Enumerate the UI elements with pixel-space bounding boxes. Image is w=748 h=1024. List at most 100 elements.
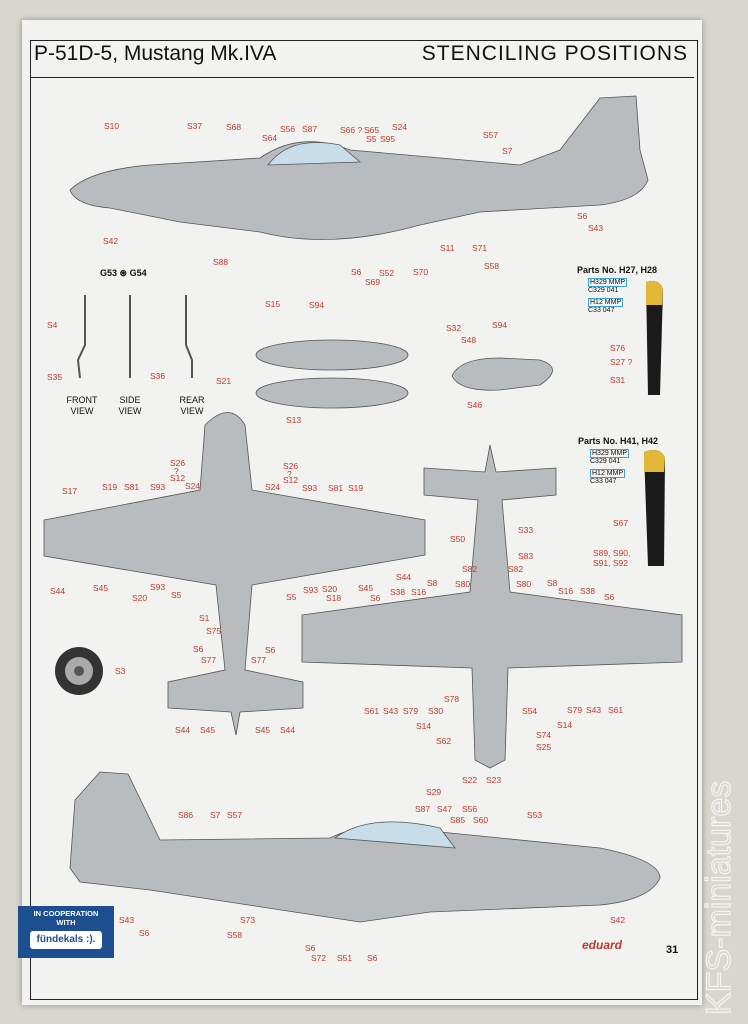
stencil-label: S6 [305,943,316,953]
stencil-label: S62 [436,736,452,746]
stencil-label: ? [174,466,179,476]
stencil-label: S89, S90, [593,548,631,558]
stencil-label: S60 [473,815,489,825]
page-title: P-51D-5, Mustang Mk.IVA [34,42,277,65]
stencil-label: S6 [367,953,378,963]
stencil-label: S54 [522,706,538,716]
title-divider [30,77,694,78]
stencil-label: S47 [437,804,453,814]
stencil-label: S30 [428,706,444,716]
propeller-blade-1 [646,281,663,395]
stencil-label: S81 [124,482,140,492]
stencil-label: S82 [462,564,478,574]
stencil-label: S91, S92 [593,558,628,568]
stencil-label: S8 [547,578,558,588]
stencil-label: S79 [567,705,583,715]
rear-view-caption: REAR VIEW [179,395,205,416]
stencil-label: S42 [103,236,119,246]
gear-rear-view [185,295,193,378]
stencil-label: S42 [610,915,626,925]
stencil-label: S6 [351,267,362,277]
stencil-label: S36 [150,371,166,381]
stencil-label: S78 [444,694,460,704]
stencil-label: S16 [411,587,427,597]
stencil-label: S8 [427,578,438,588]
stencil-label: S87 [302,124,318,134]
stencil-label: S14 [557,720,573,730]
stencil-label: S61 [608,705,624,715]
stencil-label: S29 [426,787,442,797]
stencil-label: S94 [492,320,508,330]
stencil-label: S79 [403,706,419,716]
side-profile-bottom [69,771,661,923]
stencil-label: S93 [302,483,318,493]
stencil-label: S6 [193,644,204,654]
stencil-label: S57 [483,130,499,140]
parts-title-1: Parts No. H27, H28 [577,265,658,275]
stencil-label: S77 [201,655,217,665]
stencil-label: S6 [370,593,381,603]
svg-text:KFS-miniatures: KFS-miniatures [700,781,738,1015]
stencil-label: S66 ? [340,125,363,135]
stencil-label: S24 [265,482,281,492]
stencil-label: S6 [604,592,615,602]
stencil-label: S19 [102,482,118,492]
stencil-label: S45 [255,725,271,735]
plan-view-bottom [43,412,426,736]
stencil-label: S45 [358,583,374,593]
stencil-label: S93 [150,582,166,592]
stencil-label: S75 [206,626,222,636]
watermark: KFS-miniatures [700,780,739,1015]
stencil-label: S61 [364,706,380,716]
stencil-label: S45 [93,583,109,593]
stencil-label: S37 [187,121,203,131]
drop-tank-2 [255,377,409,409]
stencil-label: S26 [283,461,299,471]
parts-title-2: Parts No. H41, H42 [578,436,659,446]
stencil-label: S53 [527,810,543,820]
stencil-label: S48 [461,335,477,345]
stencil-label: S56 [280,124,296,134]
stencil-label: S72 [311,953,327,963]
stencil-label: S93 [303,585,319,595]
stencil-label: ? [287,469,292,479]
stencil-label: S4 [47,320,58,330]
stencil-label: S81 [328,483,344,493]
stencil-label: S7 [502,146,513,156]
stencil-label: S44 [50,586,66,596]
stencil-label: S45 [200,725,216,735]
stencil-label: S74 [536,730,552,740]
stencil-label: S27 ? [610,357,633,367]
drop-tank-3 [451,357,553,391]
stencil-label: S73 [240,915,256,925]
side-view-caption: SIDE VIEW [118,395,142,416]
stencil-label: S57 [227,810,243,820]
stencil-label: S35 [47,372,63,382]
stencil-label: S44 [396,572,412,582]
stencil-label: S83 [518,551,534,561]
stencil-label: S6 [265,645,276,655]
stencil-label: S43 [383,706,399,716]
stencil-label: S82 [508,564,524,574]
stencil-label: S20 [322,584,338,594]
stencil-label: S5 [286,592,297,602]
stencil-label: S69 [365,277,381,287]
stencil-label: S71 [472,243,488,253]
stencil-label: S14 [416,721,432,731]
gear-front-view [76,295,86,379]
stencil-label: S19 [348,483,364,493]
stencil-label: S16 [558,586,574,596]
stencil-label: S11 [440,243,455,253]
stencil-label: S95 [380,134,396,144]
stencil-label: S44 [280,725,296,735]
stencil-label: S86 [178,810,194,820]
stencil-label: S80 [516,579,532,589]
stencil-label: S85 [450,815,466,825]
stencil-label: S5 [366,134,377,144]
page-frame [30,40,698,1000]
stencil-label: S38 [390,587,406,597]
stencil-label: S23 [486,775,502,785]
